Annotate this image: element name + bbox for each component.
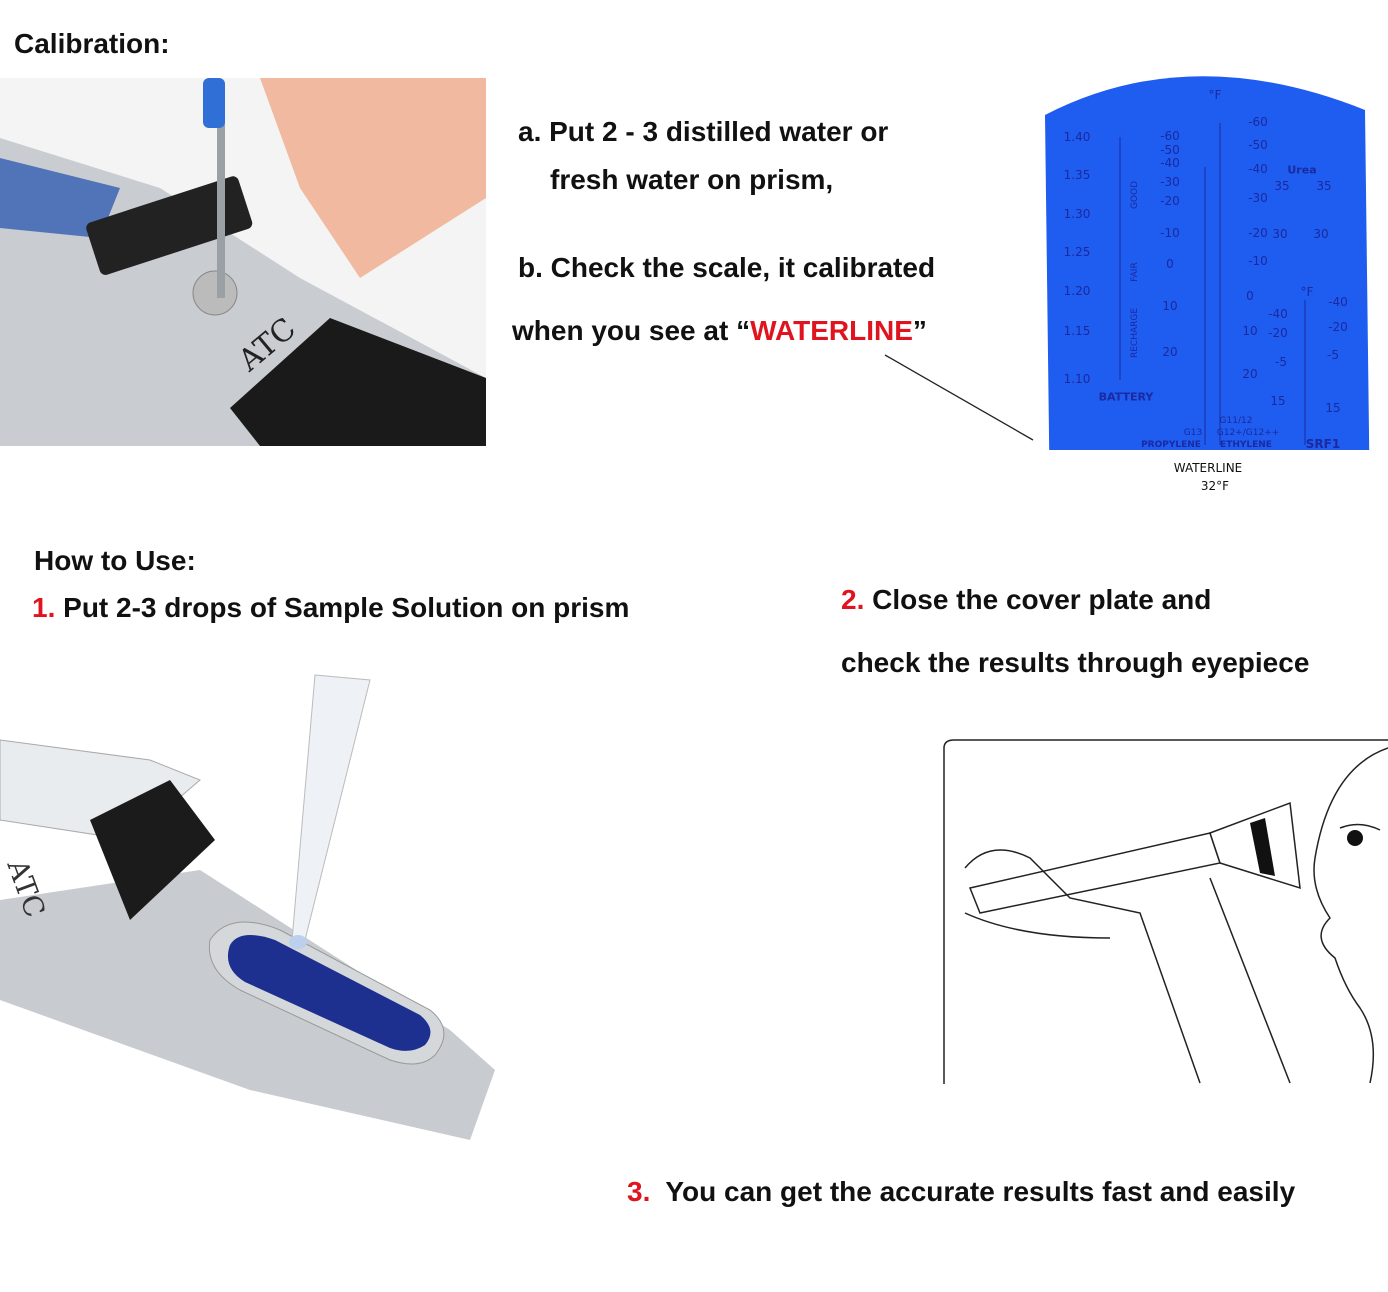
step-1-text: Put 2-3 drops of Sample Solution on pris… (63, 592, 630, 623)
scale-unit-top: °F (1208, 88, 1222, 102)
srf1-left-value: -5 (1275, 355, 1287, 369)
pointer-line (884, 354, 1034, 441)
propylene-value: 10 (1162, 299, 1178, 313)
ethylene-label: ETHYLENE (1220, 440, 1272, 450)
srf1-right-value: -5 (1327, 348, 1339, 362)
urea-value: 35 (1316, 179, 1332, 193)
step-a-line1: a. Put 2 - 3 distilled water or (518, 116, 889, 147)
propylene-value: 20 (1162, 345, 1178, 359)
propylene-value: 0 (1166, 257, 1174, 271)
calibration-photo: ATC (0, 78, 486, 446)
zone-fair: FAIR (1130, 262, 1140, 282)
battery-value: 1.25 (1063, 245, 1091, 259)
urea-label: Urea (1287, 163, 1317, 177)
srf1-left-value: -40 (1268, 307, 1288, 321)
ethylene-value: 0 (1246, 289, 1254, 303)
battery-value: 1.10 (1063, 372, 1091, 386)
ethylene-value: -50 (1248, 138, 1268, 152)
battery-value: 1.30 (1063, 207, 1091, 221)
battery-value: 1.20 (1063, 284, 1091, 298)
ethylene-value: -60 (1248, 115, 1268, 129)
eyepiece-illustration (943, 739, 1388, 1084)
step-2-line1: Close the cover plate and (872, 584, 1212, 615)
srf1-left-value: 15 (1270, 394, 1286, 408)
ethylene-value: -10 (1248, 254, 1268, 268)
propylene-label: PROPYLENE (1141, 440, 1201, 450)
step-b-prefix: when you see at “ (512, 315, 751, 346)
refractometer-scale: °F 1.40 1.35 1.30 1.25 1.20 1.15 1.10 GO… (1040, 55, 1375, 515)
urea-value: 30 (1313, 227, 1329, 241)
step-1: 1. Put 2-3 drops of Sample Solution on p… (32, 592, 629, 624)
g13-label: G13 (1183, 428, 1203, 438)
ethylene-value: -30 (1248, 191, 1268, 205)
srf1-left-value: -20 (1268, 326, 1288, 340)
step-b-line1: b. Check the scale, it calibrated (518, 252, 936, 283)
propylene-value: -60 (1160, 129, 1180, 143)
calibration-heading: Calibration: (14, 28, 170, 59)
sample-drop-photo: ATC (0, 674, 495, 1140)
step-2: 2. Close the cover plate and (841, 584, 1211, 616)
ethylene-value: -40 (1248, 162, 1268, 176)
urea-value: 30 (1272, 227, 1288, 241)
battery-value: 1.40 (1063, 130, 1091, 144)
waterline-label: WATERLINE (1173, 461, 1243, 475)
step-3-text: You can get the accurate results fast an… (665, 1176, 1296, 1207)
zone-good: GOOD (1130, 180, 1140, 210)
step-3: 3. You can get the accurate results fast… (627, 1176, 1295, 1208)
srf1-label: SRF1 (1305, 437, 1341, 451)
srf1-unit: °F (1300, 285, 1314, 299)
battery-label: BATTERY (1098, 390, 1154, 404)
step-1-number: 1. (32, 592, 56, 623)
ethylene-value: -20 (1248, 226, 1268, 240)
ethylene-value: 10 (1242, 324, 1258, 338)
zone-recharge: RECHARGE (1130, 307, 1140, 359)
step-3-number: 3. (627, 1176, 651, 1207)
ethylene-value: 20 (1242, 367, 1258, 381)
step-a-line2: fresh water on prism, (550, 164, 834, 195)
step-2-number: 2. (841, 584, 865, 615)
srf1-right-value: 15 (1325, 401, 1341, 415)
propylene-value: -50 (1160, 143, 1180, 157)
waterline-temp: 32°F (1200, 479, 1230, 493)
step-b-suffix: ” (912, 315, 927, 346)
how-to-use-heading: How to Use: (34, 545, 196, 576)
g12plus-label: G12+/G12++ (1216, 428, 1280, 438)
srf1-right-value: -20 (1328, 320, 1348, 334)
step-b-line2: when you see at “WATERLINE” (512, 315, 927, 347)
propylene-value: -20 (1160, 194, 1180, 208)
waterline-highlight: WATERLINE (750, 315, 913, 346)
srf1-right-value: -40 (1328, 295, 1348, 309)
battery-value: 1.15 (1063, 324, 1091, 338)
propylene-value: -30 (1160, 175, 1180, 189)
g11-12-label: G11/12 (1219, 416, 1253, 426)
battery-value: 1.35 (1063, 168, 1091, 182)
propylene-value: -10 (1160, 226, 1180, 240)
propylene-value: -40 (1160, 156, 1180, 170)
urea-value: 35 (1274, 179, 1290, 193)
step-2-line2: check the results through eyepiece (841, 647, 1310, 678)
